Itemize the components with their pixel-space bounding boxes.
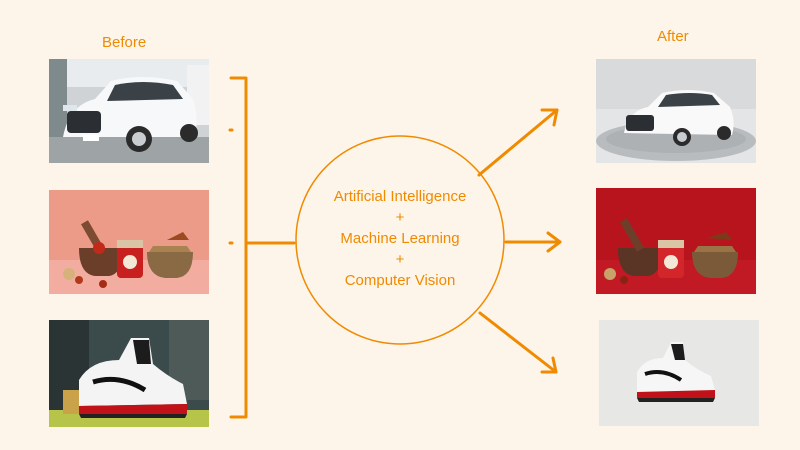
before-sneaker-image	[49, 320, 209, 427]
before-bracket	[229, 76, 248, 419]
before-spice-image	[49, 190, 209, 294]
cv-label: Computer Vision	[344, 272, 456, 289]
arrow-to-after-sneaker	[478, 311, 558, 374]
plus-sign-1: +	[395, 209, 405, 226]
before-heading: Before	[102, 34, 147, 51]
before-car-image	[49, 59, 209, 163]
arrow-to-after-car	[477, 108, 559, 177]
ai-label: Artificial Intelligence	[333, 188, 467, 205]
ml-label: Machine Learning	[340, 230, 460, 247]
after-heading: After	[657, 28, 689, 45]
plus-sign-2: +	[395, 251, 405, 268]
after-spice-image	[596, 188, 756, 294]
after-car-image	[596, 59, 756, 163]
arrow-to-after-spice	[504, 231, 562, 253]
after-sneaker-image	[599, 320, 759, 426]
center-label: Artificial Intelligence + Machine Learni…	[300, 186, 500, 291]
